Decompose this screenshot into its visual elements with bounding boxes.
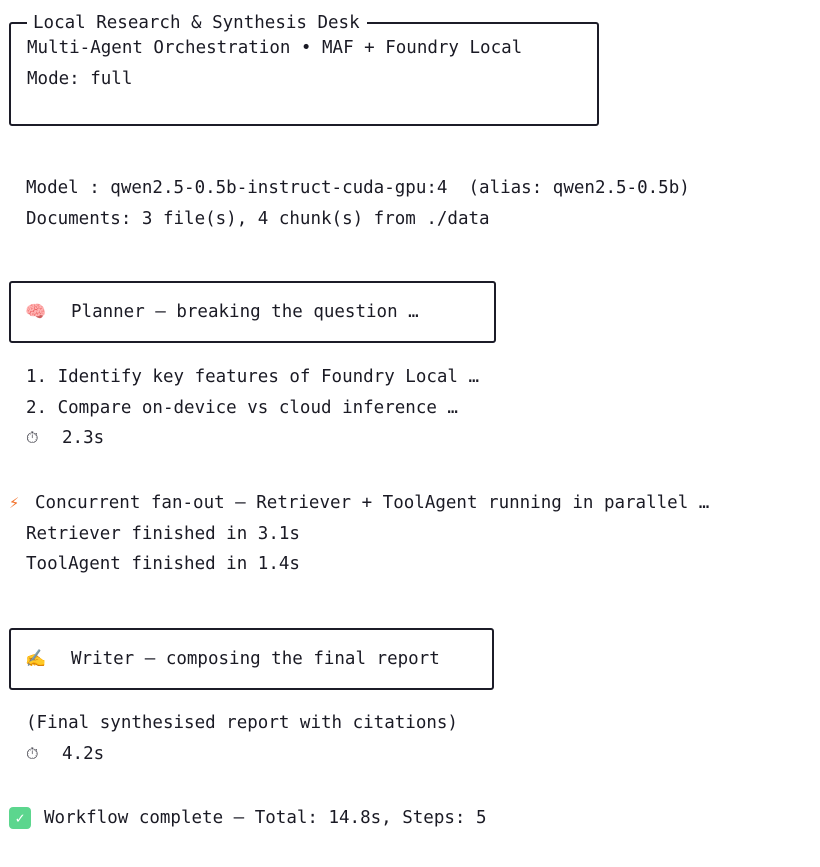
fanout-header-label: Concurrent fan-out — Retriever + ToolAge… [35,493,710,513]
writer-header-label: Writer — composing the final report [71,648,440,669]
documents-line: Documents: 3 file(s), 4 chunk(s) from ./… [26,208,490,229]
status-badge: Workflow complete — Total: 14.8s, Steps:… [44,808,487,828]
check-badge-icon: ✓ [9,807,31,830]
brain-icon: 🧠 [25,301,47,322]
writer-panel: ✍️ Writer — composing the final report [9,628,494,690]
fanout-result-toolagent: ToolAgent finished in 1.4s [26,554,300,574]
workflow-complete-status: ✓ Workflow complete — Total: 14.8s, Step… [9,803,487,834]
header-panel-body: Multi-Agent Orchestration • MAF + Foundr… [11,24,597,102]
model-line: Model : qwen2.5-0.5b-instruct-cuda-gpu:4… [26,178,690,198]
planner-steps: 1. Identify key features of Foundry Loca… [26,362,806,454]
planner-duration-row: ⏱ 2.3s [26,423,806,454]
planner-duration: 2.3s [62,428,105,448]
writer-duration-row: ⏱ 4.2s [26,739,806,770]
header-subtitle: Multi-Agent Orchestration • MAF + Foundr… [27,38,523,58]
fanout-header-row: ⚡ Concurrent fan-out — Retriever + ToolA… [9,488,815,519]
fanout-block: ⚡ Concurrent fan-out — Retriever + ToolA… [9,488,815,580]
writing-hand-icon: ✍️ [25,648,47,669]
planner-panel: 🧠 Planner — breaking the question … [9,281,496,343]
stopwatch-icon: ⏱ [26,743,39,763]
lightning-bolt-icon: ⚡ [9,493,20,513]
planner-header-label: Planner — breaking the question … [71,301,419,322]
stopwatch-icon: ⏱ [26,428,39,448]
writer-output: (Final synthesised report with citations… [26,708,806,769]
page-title: Local Research & Synthesis Desk [27,10,367,36]
header-mode-line: Mode: full [27,68,133,89]
writer-report-text: (Final synthesised report with citations… [26,713,458,733]
header-panel: Local Research & Synthesis Desk Multi-Ag… [9,10,599,126]
writer-duration: 4.2s [62,743,105,764]
run-metadata: Model : qwen2.5-0.5b-instruct-cuda-gpu:4… [26,173,806,234]
planner-panel-row: 🧠 Planner — breaking the question … [11,297,494,328]
list-item: 2. Compare on-device vs cloud inference … [26,397,458,418]
fanout-result-retriever: Retriever finished in 3.1s [26,523,300,544]
list-item: 1. Identify key features of Foundry Loca… [26,367,480,387]
writer-panel-row: ✍️ Writer — composing the final report [11,644,492,675]
